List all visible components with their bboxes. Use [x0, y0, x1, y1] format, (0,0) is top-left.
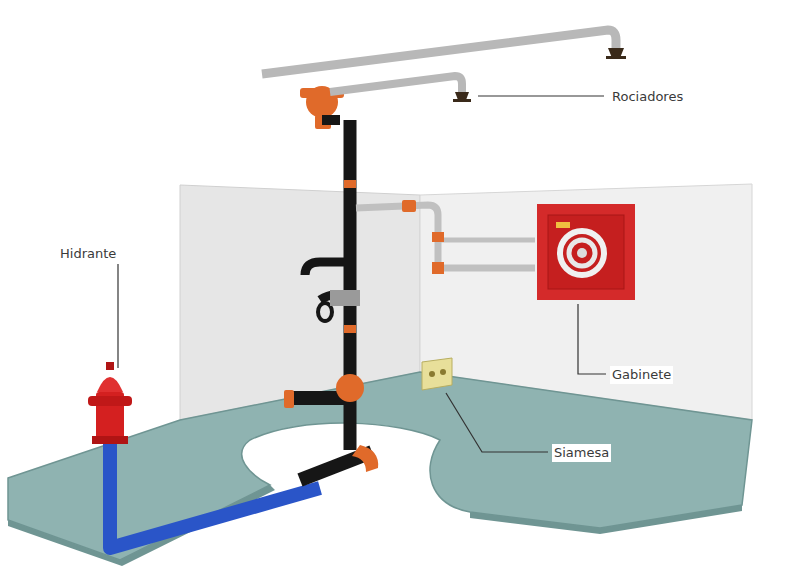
fittings	[284, 86, 378, 472]
fittings	[402, 200, 444, 274]
hydrant	[88, 362, 132, 444]
siamese-connection	[422, 358, 452, 390]
bypass-pipe	[305, 262, 350, 275]
floor-edge	[8, 485, 275, 566]
supply-pipe	[110, 440, 320, 548]
sprinkler-pipe	[262, 30, 616, 74]
sprinkler	[453, 48, 626, 102]
leader-line	[118, 96, 606, 452]
part-label: Gabinete	[610, 366, 673, 384]
hose-cabinet	[537, 204, 635, 300]
cabinet-pipe	[356, 205, 535, 268]
cabinet-pipe	[438, 238, 535, 243]
gauge	[318, 303, 332, 321]
part-label: Hidrante	[58, 245, 118, 263]
floor	[8, 372, 752, 560]
sprinkler-pipe	[330, 76, 462, 92]
valve-body	[330, 290, 360, 306]
part-label: Siamesa	[552, 444, 611, 462]
floor-edge	[470, 505, 742, 534]
riser-pipe	[322, 115, 340, 125]
part-label: Rociadores	[610, 88, 685, 106]
